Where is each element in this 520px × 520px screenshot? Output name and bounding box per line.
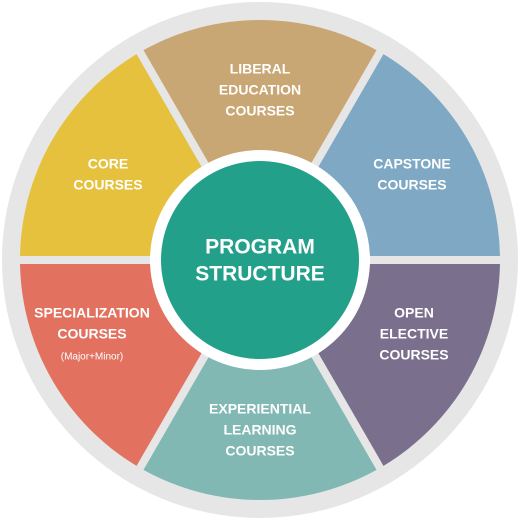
- capstone-line-2: COURSES: [377, 177, 446, 193]
- label-experiential-learning: EXPERIENTIAL LEARNING COURSES: [209, 401, 311, 459]
- label-capstone: CAPSTONE COURSES: [373, 156, 451, 193]
- capstone-line-1: CAPSTONE: [373, 156, 451, 172]
- segment-specialization: [20, 264, 203, 466]
- open-elective-line-2: ELECTIVE: [380, 326, 448, 342]
- specialization-line-1: SPECIALIZATION: [34, 305, 150, 321]
- center-circle: [161, 161, 359, 359]
- core-line-1: CORE: [88, 156, 128, 172]
- label-open-elective: OPEN ELECTIVE COURSES: [379, 305, 448, 363]
- experiential-learning-line-3: COURSES: [225, 443, 294, 459]
- segment-capstone: [317, 54, 500, 257]
- label-specialization: SPECIALIZATION COURSES (Major+Minor): [34, 305, 150, 363]
- segment-core: [20, 54, 203, 257]
- center-title-line-2: STRUCTURE: [195, 263, 325, 286]
- open-elective-line-1: OPEN: [394, 305, 434, 321]
- segment-liberal-education: [143, 19, 377, 165]
- label-core: CORE COURSES: [73, 156, 142, 193]
- specialization-note: (Major+Minor): [61, 352, 124, 363]
- liberal-education-line-3: COURSES: [225, 103, 294, 119]
- specialization-line-2: COURSES: [57, 326, 126, 342]
- liberal-education-line-2: EDUCATION: [219, 82, 301, 98]
- open-elective-line-3: COURSES: [379, 347, 448, 363]
- label-liberal-education: LIBERAL EDUCATION COURSES: [219, 61, 301, 119]
- liberal-education-line-1: LIBERAL: [230, 61, 291, 77]
- center-title-line-1: PROGRAM: [205, 236, 315, 259]
- experiential-learning-line-2: LEARNING: [223, 422, 296, 438]
- experiential-learning-line-1: EXPERIENTIAL: [209, 401, 311, 417]
- segment-open-elective: [317, 264, 500, 466]
- core-line-2: COURSES: [73, 177, 142, 193]
- segment-experiential-learning: [143, 355, 377, 501]
